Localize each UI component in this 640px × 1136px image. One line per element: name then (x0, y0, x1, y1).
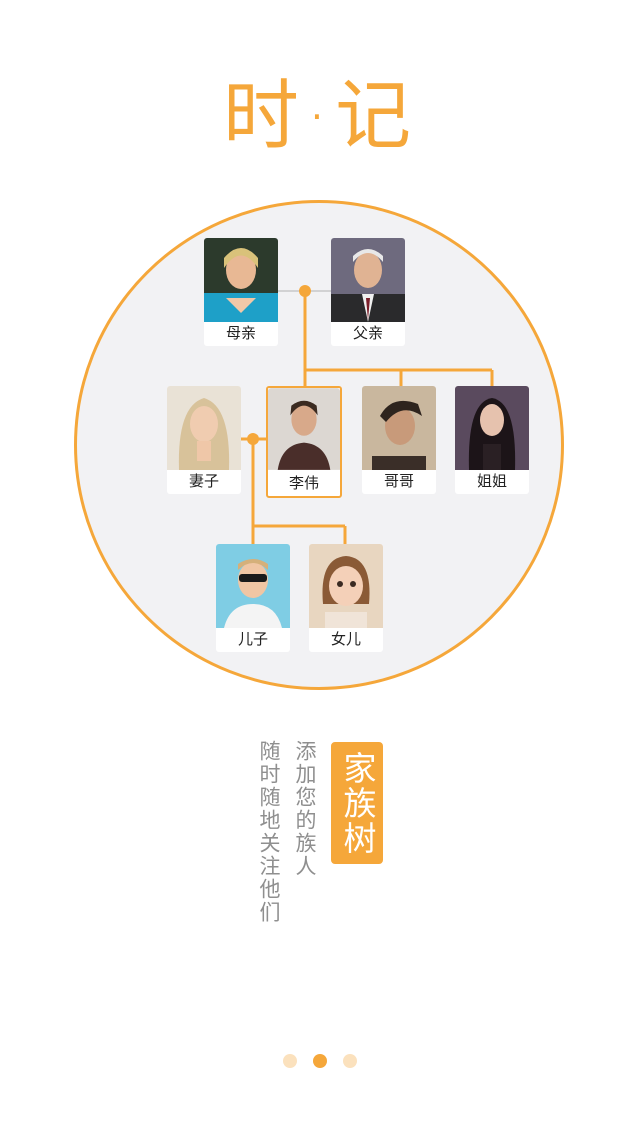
member-name: 哥哥 (383, 472, 414, 490)
tree-connector-lines (240, 285, 494, 544)
member-name: 姐姐 (476, 472, 507, 490)
page-dot-2[interactable] (313, 1054, 327, 1068)
avatar (204, 238, 278, 322)
member-card-brother[interactable]: 哥哥 (362, 386, 436, 494)
avatar (362, 386, 436, 470)
avatar (216, 544, 290, 628)
slogan-line-1: 添加您的族人 (293, 740, 317, 878)
page-indicator (0, 1053, 640, 1072)
member-name: 母亲 (225, 324, 256, 342)
member-name: 儿子 (237, 630, 268, 648)
member-card-wife[interactable]: 妻子 (167, 386, 241, 494)
page-dot-3[interactable] (343, 1054, 357, 1068)
family-tree-tag: 家族树 (331, 742, 383, 864)
member-name: 妻子 (188, 472, 219, 490)
member-name: 父亲 (352, 324, 383, 342)
avatar (167, 386, 241, 470)
avatar (455, 386, 529, 470)
member-name: 女儿 (330, 630, 361, 648)
member-card-sister[interactable]: 姐姐 (455, 386, 529, 494)
member-card-father[interactable]: 父亲 (331, 238, 405, 346)
app-logo: 时·记 (222, 71, 418, 160)
page-dot-1[interactable] (283, 1054, 297, 1068)
avatar (309, 544, 383, 628)
avatar (268, 388, 340, 470)
member-name: 李伟 (288, 474, 319, 492)
member-card-me[interactable]: 李伟 (266, 386, 342, 498)
member-card-mother[interactable]: 母亲 (204, 238, 278, 346)
member-card-daughter[interactable]: 女儿 (309, 544, 383, 652)
avatar (331, 238, 405, 322)
slogan-line-2: 随时随地关注他们 (257, 740, 281, 924)
member-card-son[interactable]: 儿子 (216, 544, 290, 652)
